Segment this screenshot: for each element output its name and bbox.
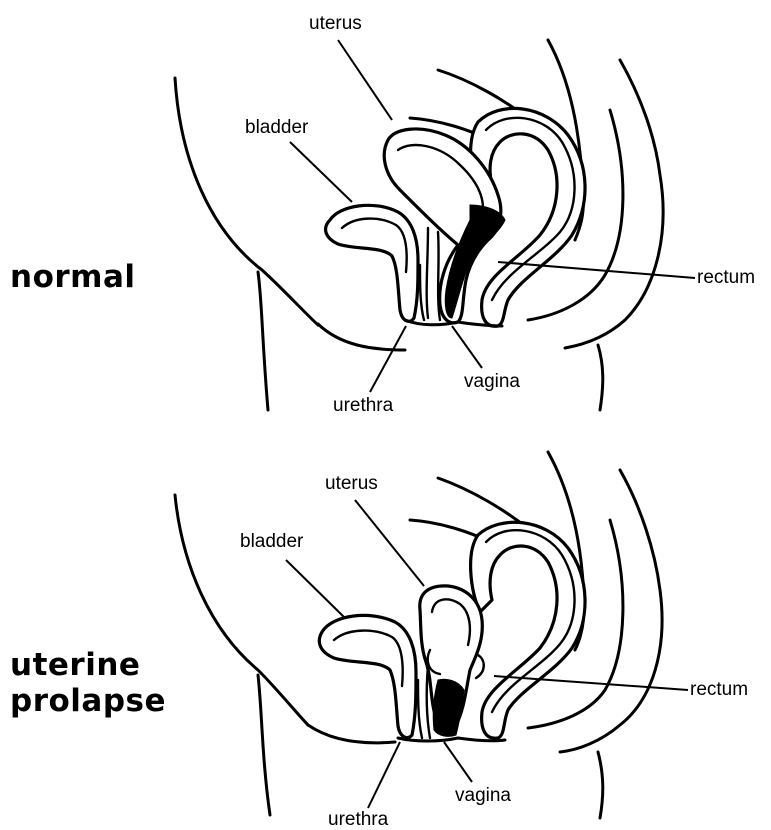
prolapse-vaginal-canal (433, 679, 464, 736)
prolapse-bladder-leader (286, 560, 345, 618)
prolapse-bladder-label: bladder (240, 532, 303, 552)
prolapse-vagina-leader (444, 742, 472, 782)
prolapse-urethra-label: urethra (328, 810, 388, 830)
normal-bladder-leader (290, 142, 352, 202)
normal-vagina-leader (452, 326, 482, 368)
normal-thigh-front-outline (258, 272, 268, 410)
normal-perineum-line (318, 324, 405, 350)
normal-urethra-wall (420, 265, 424, 320)
normal-urethra-leader (370, 326, 406, 392)
normal-buttock-line (598, 345, 603, 410)
prolapse-uterus-label: uterus (325, 474, 378, 494)
prolapse-buttock-line (598, 752, 603, 818)
prolapse-uterus-leader (355, 500, 424, 586)
normal-vagina-label: vagina (464, 372, 520, 392)
normal-uterus-label: uterus (309, 14, 362, 34)
normal-urethra-label: urethra (333, 396, 393, 416)
prolapse-thigh-front-outline (258, 675, 270, 815)
normal-bladder (326, 205, 418, 321)
prolapse-perineum-line (308, 725, 395, 743)
prolapse-rectum-label: rectum (690, 680, 748, 700)
normal-rectum-label: rectum (697, 268, 755, 288)
prolapse-title-line1: uterine (10, 647, 140, 683)
normal-vagina-wall-front (427, 228, 428, 318)
prolapse-uterus-fold-right (476, 655, 484, 678)
normal-panel (175, 40, 695, 410)
prolapse-urethra-leader (368, 742, 400, 808)
normal-uterus-leader (338, 40, 392, 120)
normal-bladder-label: bladder (245, 118, 308, 138)
prolapse-vagina-label: vagina (455, 786, 511, 806)
normal-abdomen-outline (175, 78, 318, 325)
prolapse-urethra-wall (418, 680, 422, 738)
prolapse-panel (175, 452, 688, 818)
normal-vagina-wall-back (438, 232, 440, 320)
prolapse-abdomen-outline (175, 495, 308, 725)
normal-title: normal (10, 259, 136, 295)
prolapse-title-line2: prolapse (10, 683, 166, 719)
